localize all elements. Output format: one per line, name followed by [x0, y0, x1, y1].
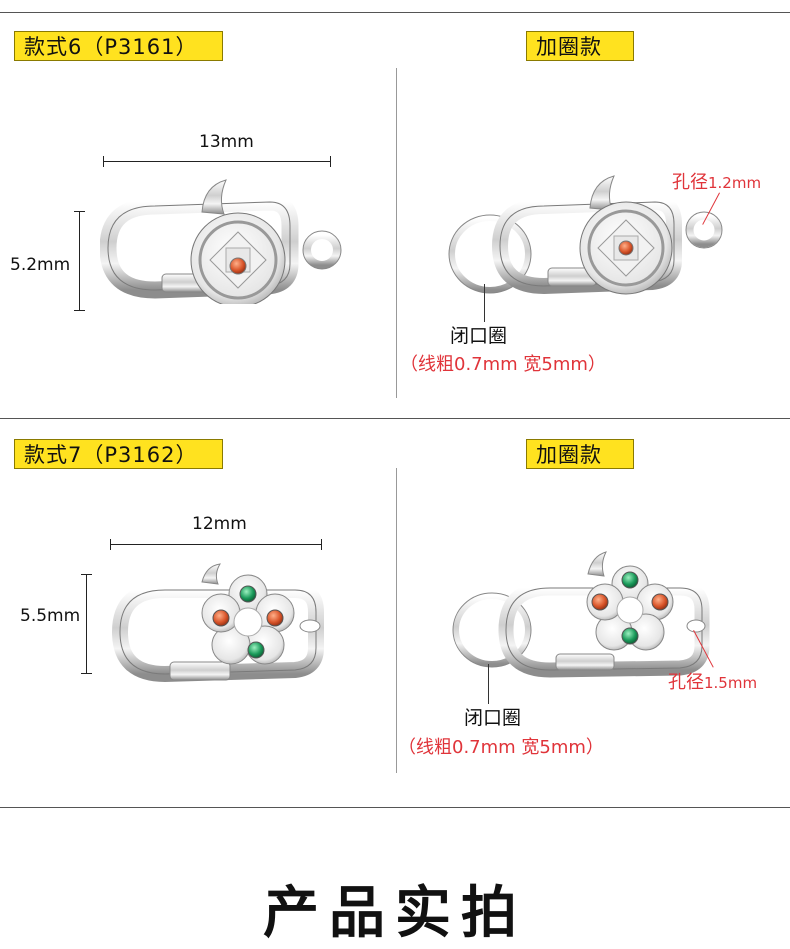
ring-pointer-2: [488, 664, 489, 704]
ring-spec-1: （线粗0.7mm 宽5mm）: [400, 354, 606, 375]
clasp-with-ring-image-p3162: [452, 551, 710, 678]
height-dimension-2: 5.5mm: [20, 606, 81, 626]
ring-spec-2: （线粗0.7mm 宽5mm）: [398, 737, 604, 758]
clasp-with-ring-image-p3161: [448, 175, 723, 295]
hole-size: 1.2mm: [708, 174, 762, 192]
column-divider-1: [396, 68, 397, 398]
hole-annotation-1: 孔径1.2mm: [672, 168, 761, 194]
divider-top: [0, 12, 790, 13]
ring-label-2: 闭口圈: [464, 707, 522, 729]
width-dimension-line-2: [110, 539, 322, 550]
variant-label-ring-2: 加圈款: [526, 439, 634, 469]
ring-pointer-1: [484, 284, 485, 322]
width-dimension-line: [103, 156, 331, 167]
column-divider-2: [396, 468, 397, 773]
hole-size-2: 1.5mm: [704, 674, 758, 692]
ring-label-1: 闭口圈: [450, 325, 508, 347]
clasp-image-p3161: [100, 179, 342, 304]
product-photo-heading: 产品实拍: [263, 881, 527, 946]
height-dimension-line: [74, 211, 85, 311]
divider-bottom: [0, 807, 790, 808]
style-label-p3162: 款式7（P3162）: [14, 439, 223, 469]
clasp-image-p3162: [111, 563, 324, 683]
hole-label-2: 孔径: [668, 672, 704, 693]
height-dimension-line-2: [81, 574, 92, 674]
width-dimension: 13mm: [199, 132, 254, 152]
divider-middle: [0, 418, 790, 419]
height-dimension: 5.2mm: [10, 255, 71, 275]
style-label-p3161: 款式6（P3161）: [14, 31, 223, 61]
width-dimension-2: 12mm: [192, 514, 247, 534]
hole-label: 孔径: [672, 172, 708, 193]
variant-label-ring: 加圈款: [526, 31, 634, 61]
hole-annotation-2: 孔径1.5mm: [668, 668, 757, 694]
